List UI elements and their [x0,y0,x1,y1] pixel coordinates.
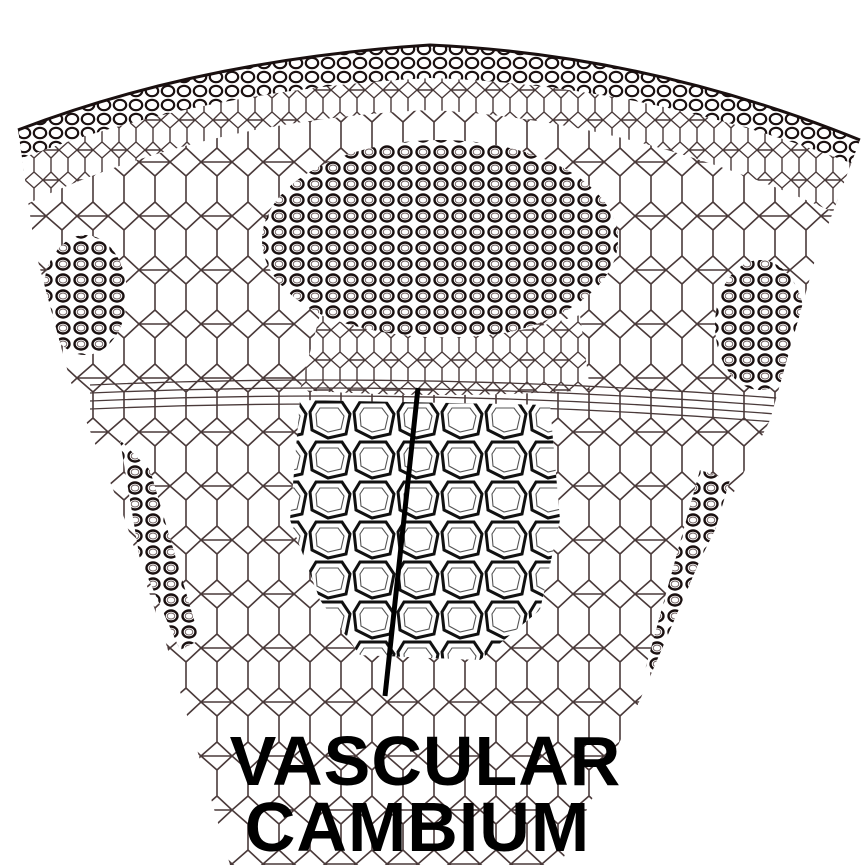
label-cambium: CAMBIUM [0,792,849,862]
label-vascular: VASCULAR [0,726,857,796]
